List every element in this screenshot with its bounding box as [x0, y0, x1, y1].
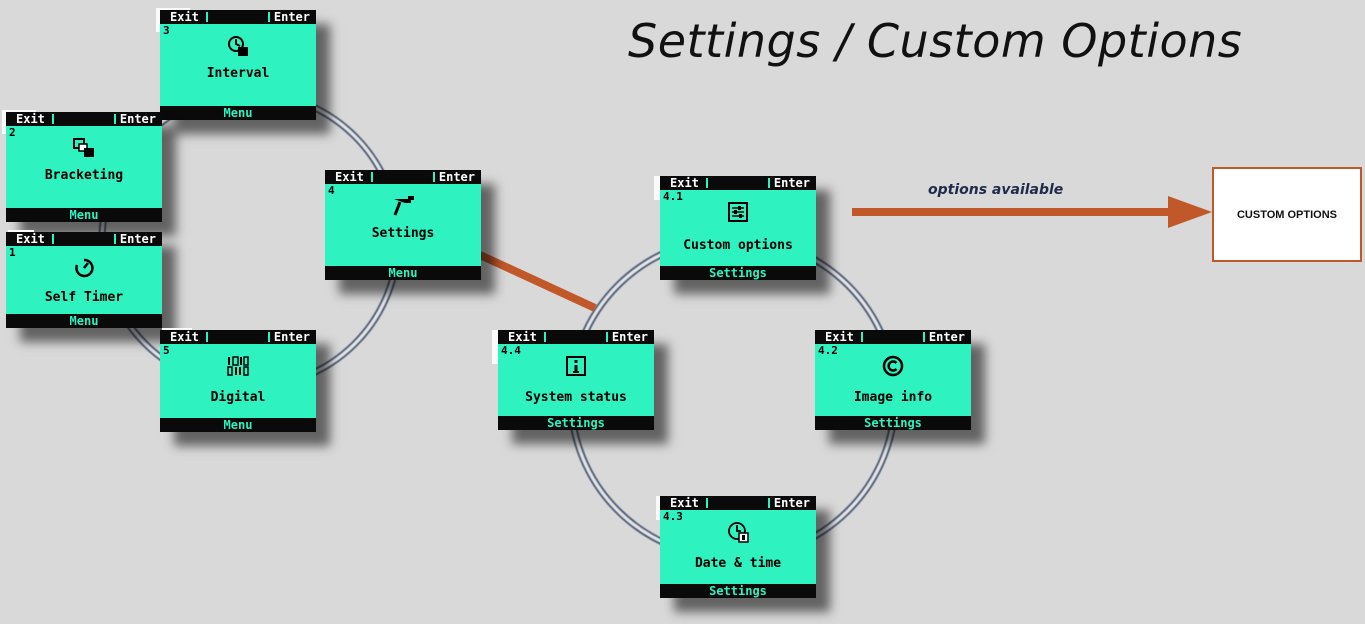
clock-icon [660, 520, 816, 544]
screen-footer: Menu [325, 266, 481, 280]
enter-softkey[interactable]: Enter [773, 496, 810, 510]
exit-softkey[interactable]: Exit [825, 330, 854, 344]
bracketing-icon [6, 136, 162, 160]
screen-label: Self Timer [44, 290, 124, 305]
digital-icon [160, 354, 316, 378]
self-timer-icon [6, 256, 162, 280]
page-title: Settings / Custom Options [628, 14, 1243, 68]
enter-softkey[interactable]: Enter [611, 330, 648, 344]
exit-softkey[interactable]: Exit [670, 496, 699, 510]
enter-softkey[interactable]: Enter [928, 330, 965, 344]
exit-softkey[interactable]: Exit [170, 330, 199, 344]
screen-label: Settings [371, 226, 435, 241]
exit-softkey[interactable]: Exit [170, 10, 199, 24]
settings-icon [325, 194, 481, 218]
info-icon [498, 354, 654, 378]
copyright-icon [815, 354, 971, 378]
screen-footer: Settings [660, 266, 816, 280]
enter-softkey[interactable]: Enter [773, 176, 810, 190]
screen-footer: Menu [6, 208, 162, 222]
screen-number: 4.4 [501, 344, 521, 357]
screen-footer: Settings [498, 416, 654, 430]
screen-number: 4.2 [818, 344, 838, 357]
screen-label: Image info [853, 390, 933, 405]
exit-softkey[interactable]: Exit [16, 112, 45, 126]
custom-options-icon [660, 200, 816, 224]
screen-number: 4 [328, 184, 335, 197]
exit-softkey[interactable]: Exit [16, 232, 45, 246]
options-arrow-head [1168, 196, 1212, 228]
screen-label: Bracketing [44, 168, 124, 183]
enter-softkey[interactable]: Enter [273, 10, 310, 24]
custom-options-box-label: CUSTOM OPTIONS [1236, 208, 1338, 221]
enter-softkey[interactable]: Enter [438, 170, 475, 184]
enter-softkey[interactable]: Enter [119, 112, 156, 126]
screen-label: Date & time [694, 556, 782, 571]
screen-label: System status [525, 390, 627, 405]
screen-footer: Menu [160, 418, 316, 432]
settings-link-line [478, 251, 597, 312]
enter-softkey[interactable]: Enter [119, 232, 156, 246]
screen-label: Interval [206, 66, 270, 81]
screen-number: 4.3 [663, 510, 683, 523]
interval-icon [160, 34, 316, 58]
exit-softkey[interactable]: Exit [335, 170, 364, 184]
screen-number: 4.1 [663, 190, 683, 203]
custom-options-box[interactable]: CUSTOM OPTIONS [1212, 167, 1362, 262]
screen-number: 3 [163, 24, 170, 37]
screen-footer: Settings [660, 584, 816, 598]
screen-footer: Menu [6, 314, 162, 328]
screen-label: Custom options [683, 238, 793, 253]
enter-softkey[interactable]: Enter [273, 330, 310, 344]
screen-number: 5 [163, 344, 170, 357]
exit-softkey[interactable]: Exit [670, 176, 699, 190]
screen-number: 1 [9, 246, 16, 259]
screen-footer: Settings [815, 416, 971, 430]
options-available-label: options available [928, 182, 1064, 198]
screen-number: 2 [9, 126, 16, 139]
screen-footer: Menu [160, 106, 316, 120]
screen-label: Digital [210, 390, 266, 405]
exit-softkey[interactable]: Exit [508, 330, 537, 344]
